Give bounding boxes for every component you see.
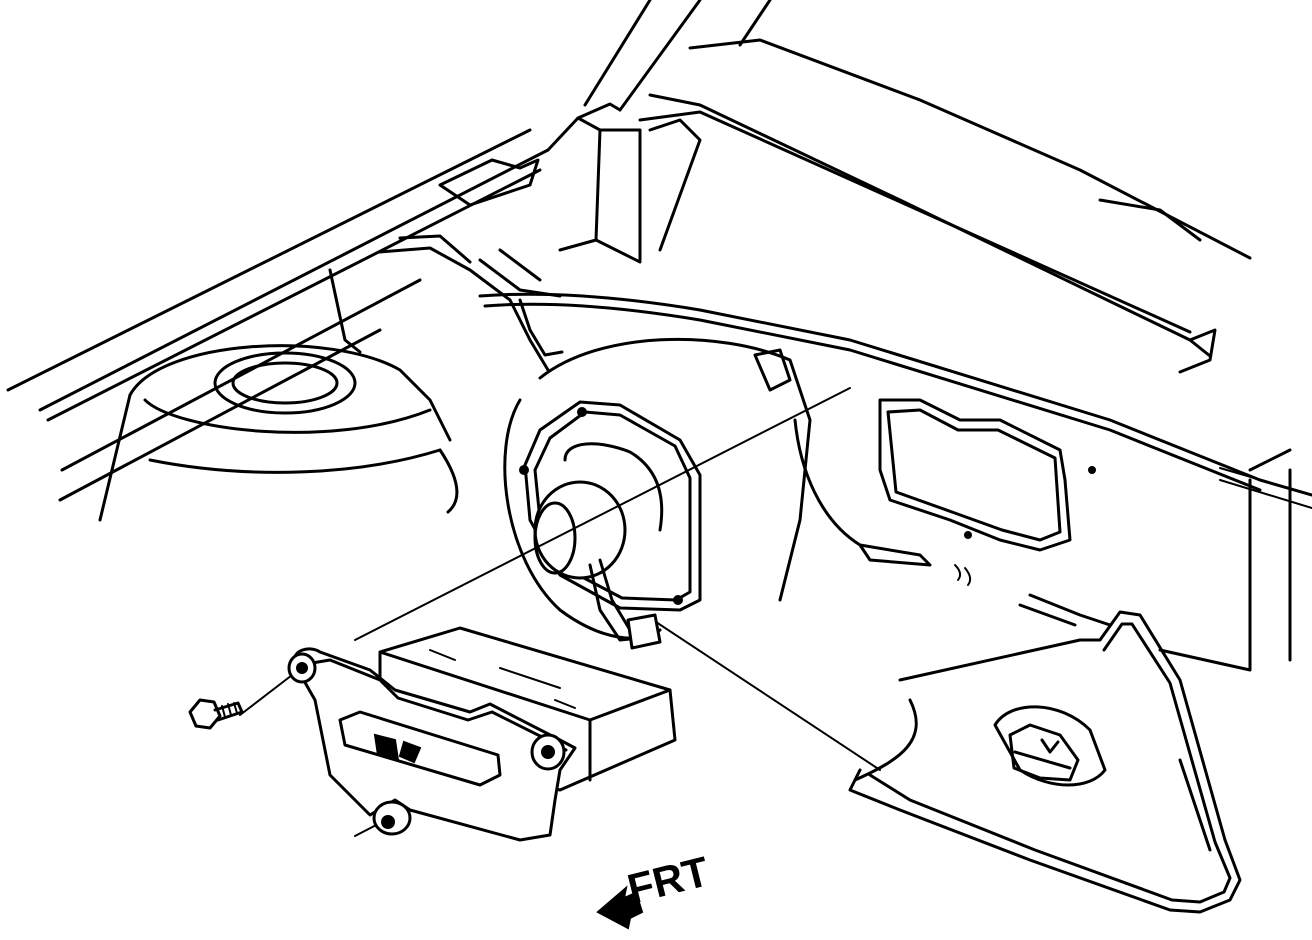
harness-clip: [626, 613, 662, 650]
mounting-bracket: [292, 647, 577, 842]
upper-body-structure: [583, 0, 1312, 672]
wiring-harness: [478, 292, 1312, 497]
side-panel: [858, 398, 1112, 627]
bolt: [188, 698, 244, 730]
motor-assembly: [519, 400, 702, 642]
front-direction-arrow-icon: [596, 885, 644, 930]
bracket-nut-lower: [372, 800, 412, 836]
lower-trim-panel: [848, 610, 1242, 914]
front-direction-indicator: FRT: [596, 847, 714, 930]
frt-label: FRT: [623, 847, 714, 912]
spare-tire-well: [98, 344, 459, 522]
bracket-nut-upper: [287, 652, 317, 684]
bracket-nut-right: [530, 733, 566, 771]
trunk-body-panels: [6, 102, 642, 502]
